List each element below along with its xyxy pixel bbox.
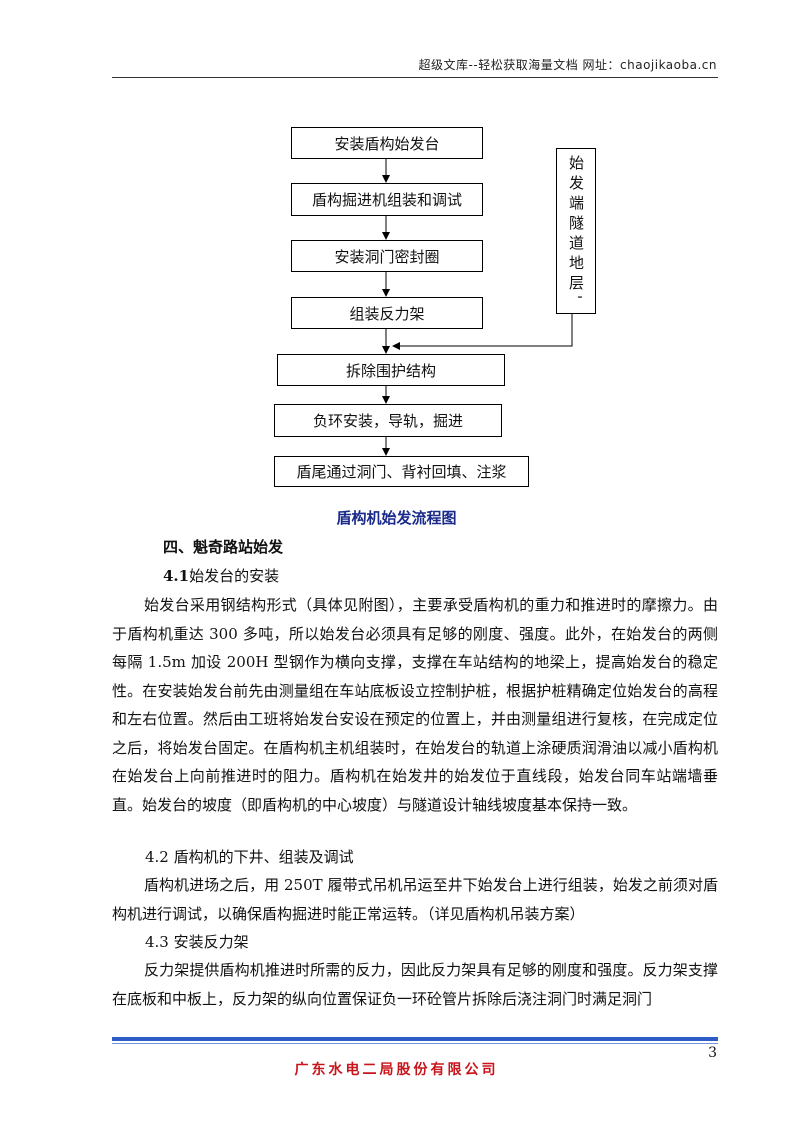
header-divider bbox=[112, 77, 718, 78]
flow-step-remove-enclosure: 拆除围护结构 bbox=[277, 354, 505, 386]
flowchart-connectors bbox=[382, 159, 573, 456]
paragraph-platform-installation: 始发台采用钢结构形式（具体见附图），主要承受盾构机的重力和推进时的摩擦力。由于盾… bbox=[112, 596, 718, 814]
figure-caption: 盾构机始发流程图 bbox=[336, 509, 457, 527]
subsection-4-1-number: 4.1 bbox=[163, 567, 190, 585]
paragraph-reaction-frame: 反力架提供盾构机推进时所需的反力，因此反力架具有足够的刚度和强度。反力架支撑在底… bbox=[112, 961, 718, 1008]
subsection-4-2-heading: 4.2 盾构机的下井、组装及调试 bbox=[145, 848, 354, 866]
side-box-label: 始发端隧道地层' bbox=[567, 155, 585, 305]
footer-company-name: 广东水电二局股份有限公司 bbox=[294, 1062, 499, 1078]
footer-divider bbox=[112, 1037, 718, 1041]
subsection-4-3-heading: 4.3 安装反力架 bbox=[145, 933, 249, 951]
section-heading: 四、魁奇路站始发 bbox=[163, 538, 284, 556]
flow-step-install-platform: 安装盾构始发台 bbox=[291, 127, 483, 159]
flow-step-negative-ring: 负环安装，导轨，掘进 bbox=[274, 404, 502, 437]
flow-step-reaction-frame: 组装反力架 bbox=[291, 297, 483, 329]
paragraph-tbm-lowering: 盾构机进场之后，用 250T 履带式吊机吊运至井下始发台上进行组装，始发之前须对… bbox=[112, 876, 718, 923]
subsection-4-1-title: 始发台的安装 bbox=[189, 567, 280, 585]
flow-step-assemble-tbm: 盾构掘进机组装和调试 bbox=[291, 183, 483, 216]
flow-step-shield-tail: 盾尾通过洞门、背衬回填、注浆 bbox=[274, 456, 529, 487]
page-number: 3 bbox=[708, 1045, 717, 1061]
header-site-text: 超级文库--轻松获取海量文档 网址：chaojikaoba.cn bbox=[418, 58, 717, 72]
flow-side-box-stratum: 始发端隧道地层' bbox=[556, 148, 596, 314]
flow-step-install-seal: 安装洞门密封圈 bbox=[291, 240, 483, 272]
subsection-4-1-heading: 4.1始发台的安装 bbox=[163, 565, 279, 586]
footer-divider-thin bbox=[112, 1043, 718, 1044]
